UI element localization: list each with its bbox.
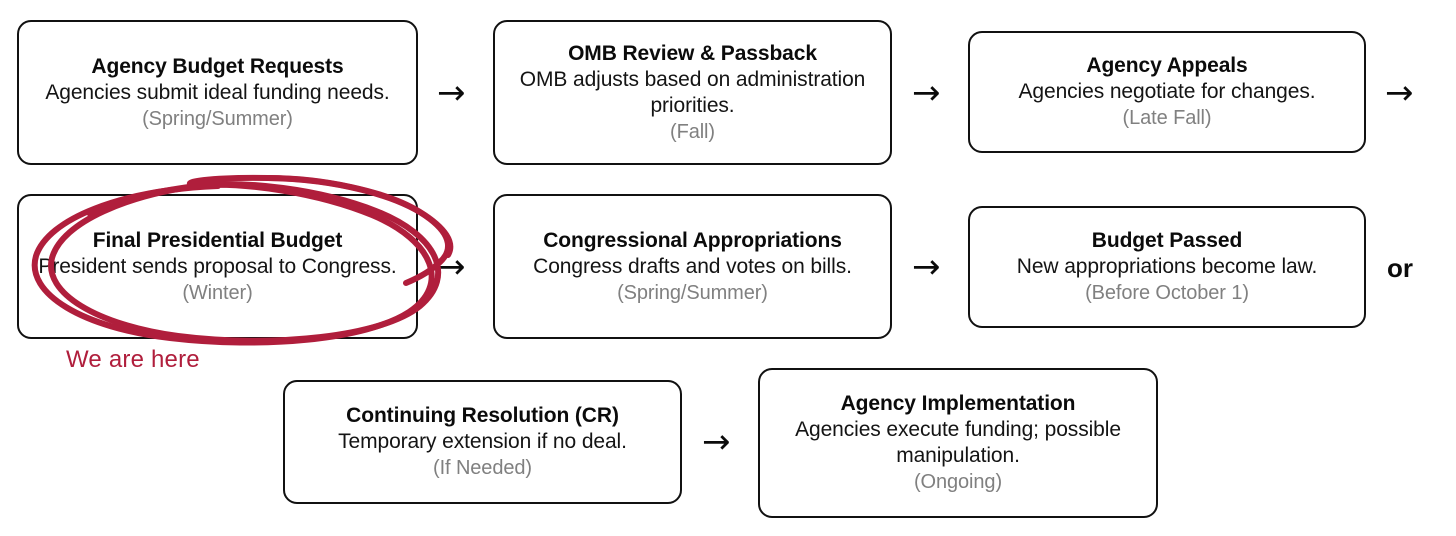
arrow-icon-3: → [1385, 73, 1414, 113]
node-title: Final Presidential Budget [92, 228, 343, 252]
branch-label-or: or [1387, 253, 1413, 283]
node-description: President sends proposal to Congress. [38, 254, 397, 278]
node-timing: (Winter) [182, 281, 253, 304]
node-title: OMB Review & Passback [568, 41, 817, 65]
node-title: Congressional Appropriations [543, 228, 842, 252]
node-description: Agencies submit ideal funding needs. [45, 80, 390, 104]
node-agency-appeals[interactable]: Agency Appeals Agencies negotiate for ch… [968, 31, 1366, 153]
node-timing: (Ongoing) [913, 471, 1003, 493]
node-description: Temporary extension if no deal. [338, 430, 627, 453]
node-agency-implementation[interactable]: Agency Implementation Agencies execute f… [758, 368, 1158, 518]
node-congressional-appropriations[interactable]: Congressional Appropriations Congress dr… [493, 194, 892, 339]
node-timing: (If Needed) [433, 457, 532, 479]
node-final-presidential-budget[interactable]: Final Presidential Budget President send… [17, 194, 418, 339]
node-description: New appropriations become law. [1016, 255, 1318, 278]
node-continuing-resolution[interactable]: Continuing Resolution (CR) Temporary ext… [283, 380, 682, 504]
node-timing: (Spring/Summer) [142, 107, 293, 130]
arrow-icon-5: → [912, 247, 941, 287]
node-omb-review-passback[interactable]: OMB Review & Passback OMB adjusts based … [493, 20, 892, 165]
arrow-icon-6: → [702, 422, 731, 462]
node-timing: (Fall) [670, 120, 715, 143]
node-description: Congress drafts and votes on bills. [533, 254, 852, 278]
node-title: Continuing Resolution (CR) [346, 404, 619, 427]
node-budget-passed[interactable]: Budget Passed New appropriations become … [968, 206, 1366, 328]
node-timing: (Late Fall) [1122, 107, 1212, 129]
node-description: Agencies execute funding; possible manip… [795, 418, 1121, 467]
node-title: Agency Implementation [840, 392, 1076, 415]
node-agency-budget-requests[interactable]: Agency Budget Requests Agencies submit i… [17, 20, 418, 165]
node-title: Budget Passed [1091, 229, 1243, 252]
node-description: OMB adjusts based on administration prio… [519, 67, 866, 117]
node-timing: (Spring/Summer) [617, 281, 768, 304]
node-timing: (Before October 1) [1085, 282, 1249, 304]
node-title: Agency Appeals [1086, 54, 1248, 77]
annotation-label-we-are-here: We are here [66, 346, 200, 373]
arrow-icon-4: → [437, 247, 466, 287]
arrow-icon-1: → [437, 73, 466, 113]
arrow-icon-2: → [912, 73, 941, 113]
node-description: Agencies negotiate for changes. [1018, 80, 1316, 103]
node-title: Agency Budget Requests [91, 54, 344, 78]
